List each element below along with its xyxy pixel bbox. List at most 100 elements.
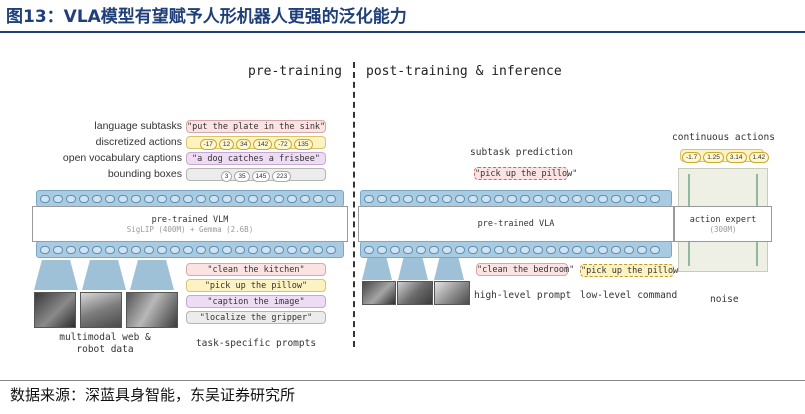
token — [196, 246, 206, 254]
image-encoder-shape — [398, 258, 428, 280]
token — [611, 195, 621, 203]
token — [170, 246, 180, 254]
token — [598, 246, 608, 254]
robot-photo — [34, 292, 76, 328]
token — [131, 246, 141, 254]
robot-photo — [397, 281, 433, 305]
token — [364, 246, 374, 254]
token — [66, 195, 76, 203]
robot-photo — [362, 281, 396, 305]
vla-input-token-row — [360, 241, 672, 258]
token — [209, 246, 219, 254]
action-value: 1.42 — [748, 152, 770, 163]
noise-label: noise — [710, 294, 739, 305]
token — [507, 195, 517, 203]
token — [157, 246, 167, 254]
input-token-row — [36, 241, 344, 258]
token — [507, 246, 517, 254]
token — [403, 246, 413, 254]
token — [66, 246, 76, 254]
token — [92, 195, 102, 203]
token — [183, 246, 193, 254]
figure-title: 图13：VLA模型有望赋予人形机器人更强的泛化能力 — [6, 7, 407, 27]
token — [274, 195, 284, 203]
label-discretized-actions: discretized actions — [95, 136, 182, 148]
source-note: 数据来源：深蓝具身智能，东吴证券研究所 — [10, 386, 296, 404]
token — [611, 246, 621, 254]
image-encoder-shape — [434, 258, 464, 280]
token — [313, 195, 323, 203]
action-token: 135 — [293, 139, 313, 150]
token — [624, 195, 634, 203]
token — [494, 195, 504, 203]
action-expert-block: action expert (300M) — [674, 206, 772, 242]
expert-title: action expert — [689, 215, 757, 225]
token — [572, 246, 582, 254]
action-value: 3.14 — [725, 152, 747, 163]
pretraining-title: pre-training — [248, 64, 342, 79]
multimodal-data-label: multimodal web & robot data — [30, 332, 180, 356]
token — [157, 195, 167, 203]
token — [53, 246, 63, 254]
token — [131, 195, 141, 203]
token — [235, 246, 245, 254]
low-level-command-label: low-level command — [580, 290, 678, 301]
token — [559, 246, 569, 254]
robot-photo — [80, 292, 122, 328]
label-language-subtasks: language subtasks — [94, 120, 182, 132]
token — [377, 195, 387, 203]
action-token: 12 — [218, 139, 235, 150]
label-open-vocab-captions: open vocabulary captions — [62, 152, 182, 164]
token — [416, 246, 426, 254]
token — [624, 246, 634, 254]
token — [326, 195, 336, 203]
image-encoder-shape — [362, 258, 392, 280]
token — [481, 195, 491, 203]
token — [520, 195, 530, 203]
token — [429, 195, 439, 203]
vlm-subtitle: SigLIP (400M) + Gemma (2.6B) — [126, 225, 254, 234]
token — [585, 195, 595, 203]
token — [79, 195, 89, 203]
vla-diagram: pre-training language subtasks discretiz… — [0, 40, 805, 375]
token — [248, 195, 258, 203]
box-token: 145 — [251, 171, 271, 182]
token — [442, 195, 452, 203]
prompt-pill: "caption the image" — [186, 295, 326, 308]
token — [585, 246, 595, 254]
token — [300, 195, 310, 203]
token — [455, 195, 465, 203]
expert-subtitle: (300M) — [709, 225, 737, 234]
vlm-title: pre-trained VLM — [151, 215, 229, 225]
token — [261, 246, 271, 254]
token — [222, 195, 232, 203]
prompt-pill: "pick up the pillow" — [186, 279, 326, 292]
title-divider — [0, 31, 805, 33]
token — [546, 195, 556, 203]
box-token: 223 — [272, 171, 292, 182]
token — [287, 195, 297, 203]
vla-title: pre-trained VLA — [477, 219, 555, 229]
label-bounding-boxes: bounding boxes — [107, 168, 182, 180]
vla-output-token-row — [360, 190, 672, 207]
high-level-prompt-label: high-level prompt — [474, 290, 572, 301]
prompt-pill: "clean the kitchen" — [186, 263, 326, 276]
token — [533, 195, 543, 203]
caption-pill: "a dog catches a frisbee" — [186, 152, 326, 165]
token — [183, 195, 193, 203]
token — [40, 246, 50, 254]
token — [390, 246, 400, 254]
token — [390, 195, 400, 203]
token — [416, 195, 426, 203]
subtask-prediction-label: subtask prediction — [470, 147, 573, 158]
token — [118, 246, 128, 254]
token — [92, 246, 102, 254]
continuous-actions-label: continuous actions — [672, 132, 775, 143]
token — [209, 195, 219, 203]
token — [494, 246, 504, 254]
high-level-prompt-pill: "clean the bedroom" — [476, 263, 575, 276]
output-token-row — [36, 190, 344, 207]
